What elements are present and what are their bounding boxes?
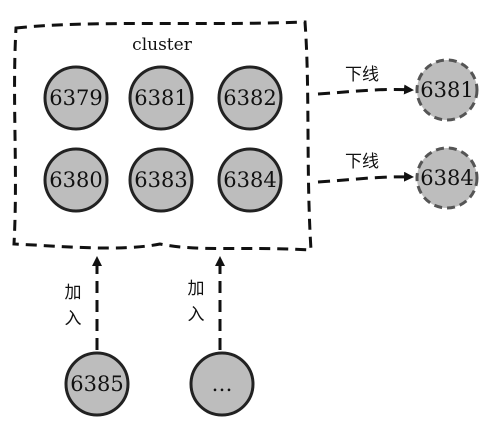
node-label: 6384 [223,168,276,192]
node-label: 6385 [70,372,123,396]
node-label: 6381 [134,86,187,110]
join-label-line1: 加 [188,279,205,299]
joining-node: 6385 [64,351,130,417]
joining-node: … [189,351,255,417]
node-label: … [212,372,233,396]
node-label: 6382 [223,86,276,110]
node-label: 6384 [420,166,473,190]
offline-node: 6381 [415,58,479,122]
join-label-line2: 入 [65,309,82,329]
node-label: 6381 [420,78,473,102]
cluster-boundary [12,20,313,252]
node-label: 6380 [49,168,102,192]
cluster-node: 6382 [217,65,283,131]
offline-label: 下线 [345,152,379,172]
cluster-node: 6383 [128,147,194,213]
offline-arrow [317,84,414,96]
join-label-line1: 加 [65,283,82,303]
cluster-node: 6384 [217,147,283,213]
cluster-label: cluster [132,35,193,55]
node-label: 6379 [49,86,102,110]
offline-label: 下线 [345,65,379,85]
node-label: 6383 [134,168,187,192]
offline-node: 6384 [415,146,479,210]
cluster-node: 6380 [43,147,109,213]
cluster-node: 6379 [43,65,109,131]
join-label-line2: 入 [188,305,205,325]
cluster-node: 6381 [128,65,194,131]
offline-arrow [317,171,414,184]
